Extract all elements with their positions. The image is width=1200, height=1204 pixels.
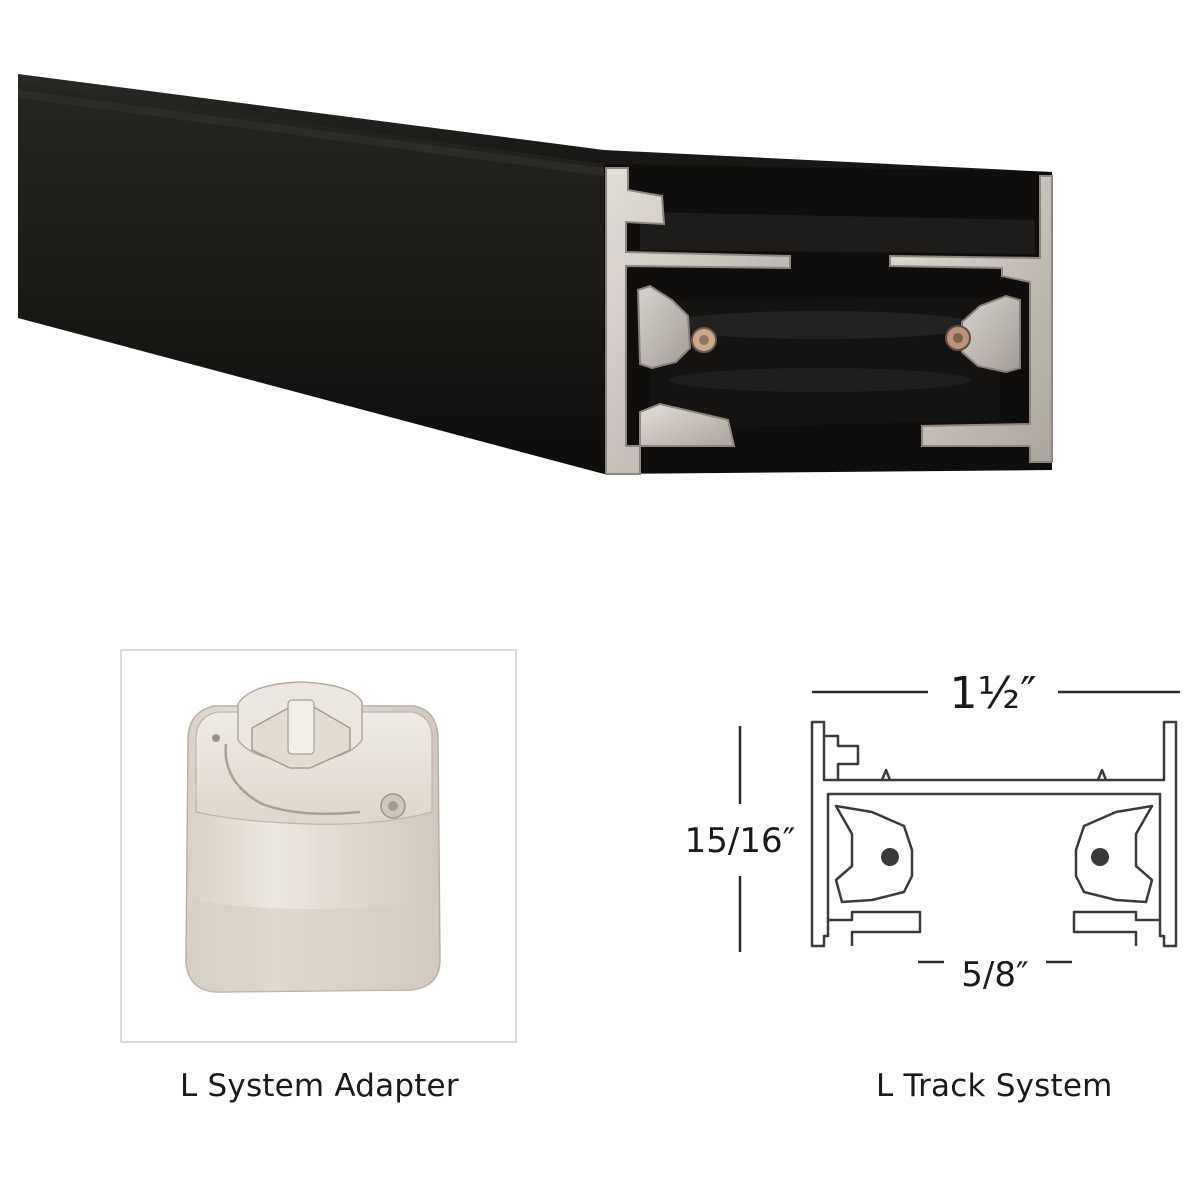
height-dimension: 15/16″ (685, 821, 796, 861)
track-caption: L Track System (876, 1068, 1113, 1104)
right-contact (1091, 848, 1109, 866)
track-adapter-icon (185, 681, 441, 993)
track-rail-icon (18, 74, 1053, 475)
track-cross-section-icon (810, 720, 1178, 948)
dimension-lines (738, 690, 1180, 964)
width-dimension: 1½″ (949, 668, 1036, 719)
adapter-caption: L System Adapter (180, 1068, 459, 1104)
left-contact (881, 848, 899, 866)
opening-dimension: 5/8″ (961, 955, 1028, 995)
